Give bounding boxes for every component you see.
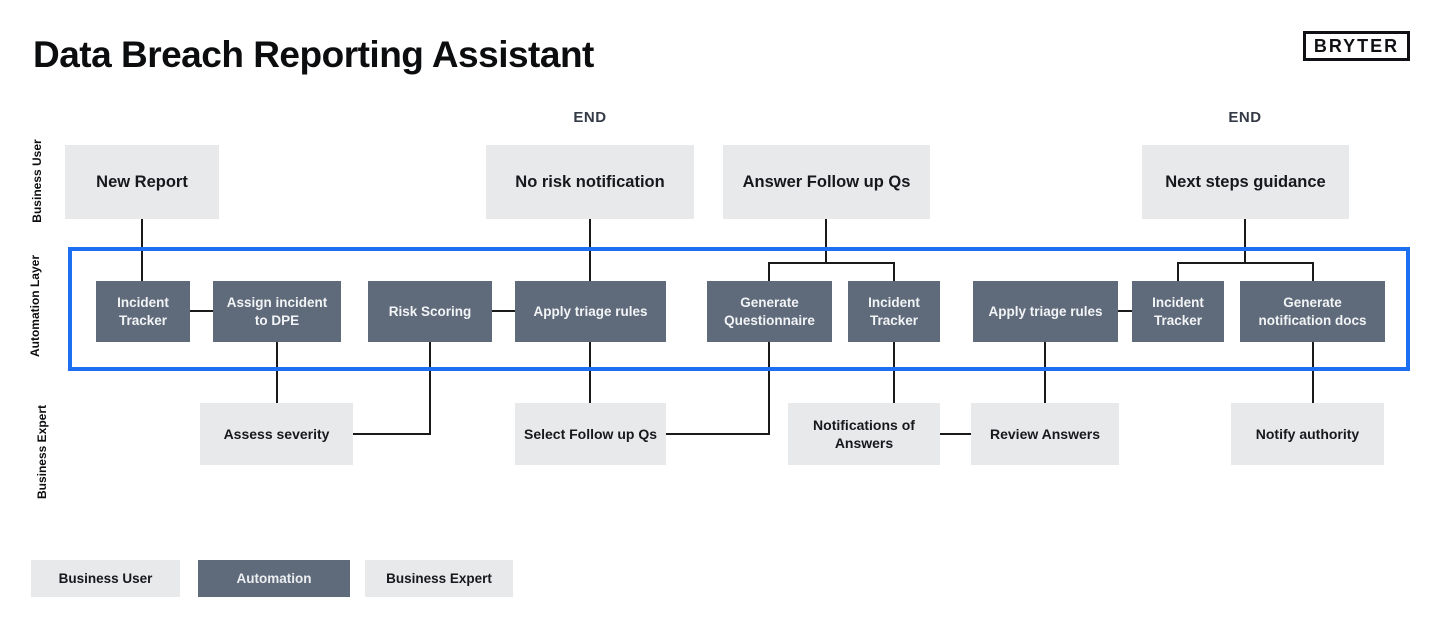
node-label: Select Follow up Qs — [523, 425, 658, 442]
node-generate-questionnaire: Generate Questionnaire — [707, 281, 832, 342]
node-apply-triage-rules-1: Apply triage rules — [515, 281, 666, 342]
connector-line — [492, 310, 515, 312]
connector-line — [768, 262, 770, 281]
node-label: Notifications of Answers — [813, 416, 915, 451]
legend-label: Automation — [236, 571, 312, 586]
node-label: Generate Questionnaire — [724, 294, 815, 328]
bryter-logo: BRYTER — [1303, 31, 1410, 61]
node-label: Review Answers — [990, 425, 1100, 442]
connector-line — [1312, 262, 1314, 281]
legend-label: Business User — [58, 571, 153, 586]
node-label: Apply triage rules — [988, 303, 1103, 319]
connector-line — [1244, 219, 1246, 264]
node-label: Answer Follow up Qs — [742, 172, 911, 191]
connector-line — [1177, 262, 1179, 281]
connector-line — [893, 262, 895, 281]
node-label: Apply triage rules — [533, 303, 648, 319]
legend-label: Business Expert — [386, 571, 492, 586]
node-label: New Report — [96, 172, 188, 191]
node-new-report: New Report — [65, 145, 219, 219]
node-notify-authority: Notify authority — [1231, 403, 1384, 465]
legend-business-expert: Business Expert — [365, 560, 513, 597]
connector-line — [940, 433, 971, 435]
connector-line — [893, 342, 895, 403]
node-notifications-of-answers: Notifications of Answers — [788, 403, 940, 465]
connector-line — [190, 310, 213, 312]
node-label: Notify authority — [1255, 425, 1360, 442]
node-next-steps-guidance: Next steps guidance — [1142, 145, 1349, 219]
connector-line — [589, 342, 591, 403]
legend-business-user: Business User — [31, 560, 180, 597]
connector-line — [825, 219, 827, 264]
node-label: Generate notification docs — [1258, 294, 1367, 328]
connector-line — [666, 433, 770, 435]
node-label: Assign incident to DPE — [226, 294, 328, 328]
connector-line — [276, 342, 278, 403]
node-label: Incident Tracker — [117, 294, 169, 328]
node-label: Risk Scoring — [388, 303, 472, 319]
connector-line — [1177, 262, 1314, 264]
node-label: Assess severity — [223, 425, 330, 442]
lane-label-automation-layer: Automation Layer — [28, 255, 42, 358]
node-assess-severity: Assess severity — [200, 403, 353, 465]
end-marker-no-risk: END — [573, 109, 607, 126]
connector-line — [768, 262, 895, 264]
node-generate-notification-docs: Generate notification docs — [1240, 281, 1385, 342]
node-label: Next steps guidance — [1165, 172, 1326, 191]
end-marker-next-steps: END — [1228, 109, 1262, 126]
legend-automation: Automation — [198, 560, 350, 597]
node-select-follow-up-qs: Select Follow up Qs — [515, 403, 666, 465]
page-title: Data Breach Reporting Assistant — [33, 34, 594, 75]
connector-line — [1117, 310, 1132, 312]
node-apply-triage-rules-2: Apply triage rules — [973, 281, 1118, 342]
node-risk-scoring: Risk Scoring — [368, 281, 492, 342]
node-label: Incident Tracker — [1152, 294, 1204, 328]
automation-layer-frame — [68, 247, 1410, 371]
connector-line — [353, 433, 431, 435]
node-incident-tracker-1: Incident Tracker — [96, 281, 190, 342]
node-assign-incident-to-dpe: Assign incident to DPE — [213, 281, 341, 342]
node-answer-follow-up-qs: Answer Follow up Qs — [723, 145, 930, 219]
node-no-risk-notification: No risk notification — [486, 145, 694, 219]
node-label: No risk notification — [515, 172, 665, 191]
lane-label-business-user: Business User — [30, 139, 44, 223]
connector-line — [1044, 342, 1046, 403]
node-label: Incident Tracker — [868, 294, 920, 328]
connector-line — [1312, 342, 1314, 403]
connector-line — [429, 342, 431, 435]
node-incident-tracker-2: Incident Tracker — [848, 281, 940, 342]
node-incident-tracker-3: Incident Tracker — [1132, 281, 1224, 342]
connector-line — [768, 342, 770, 435]
lane-label-business-expert: Business Expert — [35, 404, 49, 500]
node-review-answers: Review Answers — [971, 403, 1119, 465]
